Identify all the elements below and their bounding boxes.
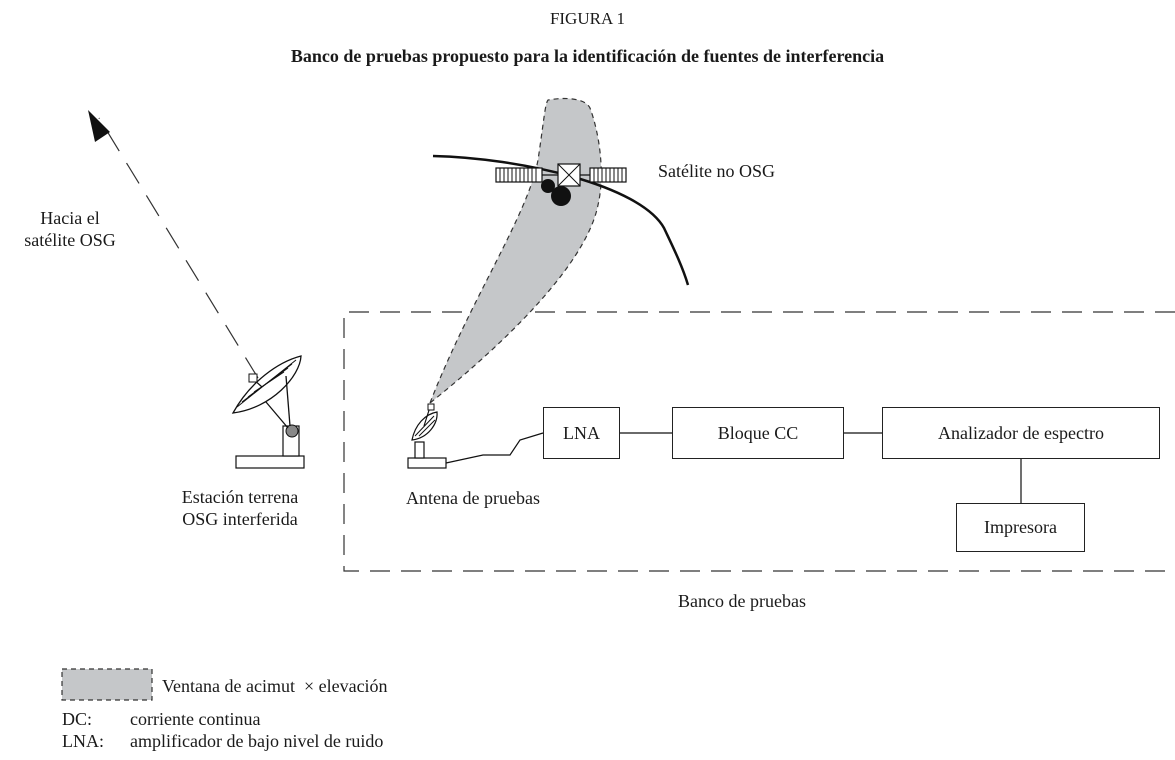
figure-title: Banco de pruebas propuesto para la ident… <box>290 46 885 66</box>
test-antenna-icon <box>407 403 447 469</box>
antenna-to-lna-cable <box>445 432 544 464</box>
earth-station-label-line2: OSG interferida <box>182 509 298 529</box>
spectrum-analyzer-block: Analizador de espectro <box>882 407 1160 459</box>
figure-label: FIGURA 1 <box>549 9 626 28</box>
dc-block: Bloque CC <box>672 407 844 459</box>
azimuth-elevation-window <box>428 97 602 405</box>
printer-block: Impresora <box>956 503 1085 552</box>
legend-window-text: Ventana de acimut × elevación <box>162 676 388 696</box>
satellite-icon <box>495 163 627 206</box>
orbit-arc <box>432 154 690 286</box>
geo-direction-arrowhead <box>88 110 110 142</box>
legend-dc-text: corriente continua <box>130 709 261 729</box>
test-bench-label: Banco de pruebas <box>678 591 806 611</box>
earth-station-icon <box>231 355 305 469</box>
towards-geo-label-line2: satélite OSG <box>24 230 116 250</box>
geo-direction-line <box>98 117 259 379</box>
legend-window-swatch <box>61 668 153 701</box>
legend-dc-abbr: DC: <box>62 709 93 729</box>
lna-block: LNA <box>543 407 620 459</box>
earth-station-label-line1: Estación terrena <box>181 487 299 507</box>
towards-geo-label-line1: Hacia el <box>40 208 100 228</box>
legend-lna-text: amplificador de bajo nivel de ruido <box>130 731 384 751</box>
non-geo-satellite-label: Satélite no OSG <box>658 161 775 181</box>
test-bench-enclosure <box>343 311 1175 572</box>
test-antenna-label: Antena de pruebas <box>406 488 540 508</box>
legend-lna-abbr: LNA: <box>62 731 104 751</box>
